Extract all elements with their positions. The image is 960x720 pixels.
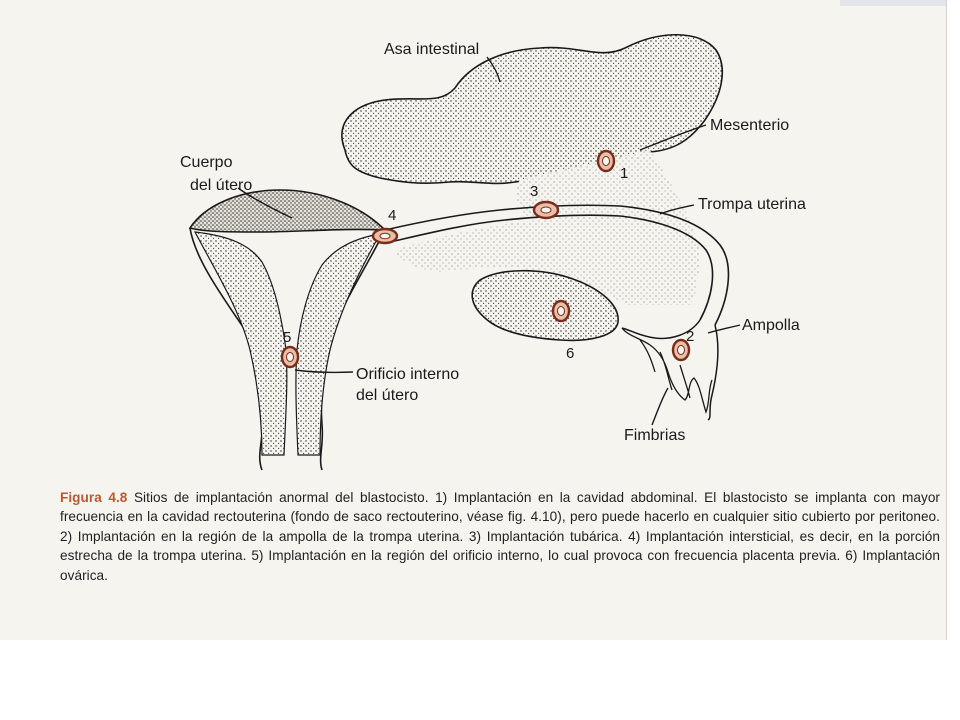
top-edge-bar <box>840 0 946 6</box>
fimbriae-shape <box>621 327 713 414</box>
site-number-5: 5 <box>283 329 291 346</box>
implant-site-4 <box>371 227 399 245</box>
right-uterine-wall <box>295 233 382 456</box>
uterine-body-shape <box>188 189 388 233</box>
uterine-tube-upper <box>384 204 730 326</box>
implantation-sites-illustration: Asa intestinal Mesenterio Cuerpo del úte… <box>180 33 806 471</box>
label-ampolla: Ampolla <box>742 317 800 334</box>
leader-lines <box>237 56 741 426</box>
left-uterine-wall <box>193 231 288 456</box>
implant-site-1 <box>596 149 616 173</box>
label-cuerpo: Cuerpo <box>180 154 233 171</box>
caption-text: Sitios de implantación anormal del blast… <box>60 490 941 583</box>
implant-site-2 <box>671 338 691 362</box>
label-mesenterio: Mesenterio <box>710 117 789 134</box>
site-number-4: 4 <box>388 207 396 224</box>
ovary-shape <box>471 269 619 342</box>
label-asa-intestinal: Asa intestinal <box>384 41 479 58</box>
label-del-utero: del útero <box>190 177 252 194</box>
broad-ligament-shape <box>395 219 697 305</box>
figure-caption: Figura 4.8 Sitios de implantación anorma… <box>60 488 940 585</box>
uterine-tube-lower <box>389 214 714 321</box>
label-trompa-uterina: Trompa uterina <box>698 196 806 213</box>
label-orificio-interno: Orificio interno <box>356 366 459 383</box>
site-number-2: 2 <box>686 328 694 345</box>
implant-site-5 <box>280 345 300 369</box>
intestinal-loop-shape <box>341 33 724 185</box>
implant-site-3 <box>532 200 560 220</box>
site-number-1: 1 <box>620 165 628 182</box>
ampulla-shape <box>621 319 719 421</box>
label-fimbrias: Fimbrias <box>624 427 685 444</box>
caption-figure-label: Figura 4.8 <box>60 490 128 505</box>
implant-site-6 <box>551 299 571 323</box>
site-number-3: 3 <box>530 183 538 200</box>
site-number-6: 6 <box>566 345 574 362</box>
label-del-utero-2: del útero <box>356 387 418 404</box>
